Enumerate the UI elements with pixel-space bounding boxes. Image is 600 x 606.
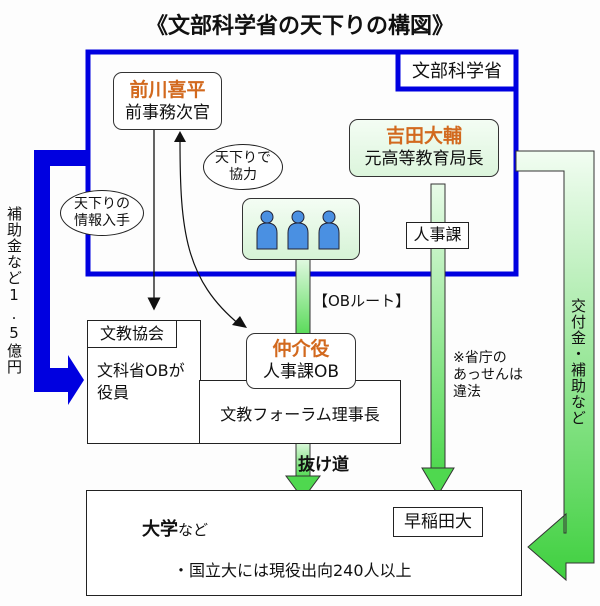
person-intermediary: 仲介役 人事課OB bbox=[246, 333, 356, 389]
shortcut-arrowhead bbox=[285, 475, 321, 500]
subsidy-right-arrow bbox=[515, 150, 595, 582]
note: ※省庁の あっせんは 違法 bbox=[453, 350, 523, 400]
university-label: 大学 bbox=[142, 519, 178, 540]
university-suffix: など bbox=[178, 521, 209, 539]
waseda-box: 早稲田大 bbox=[393, 507, 483, 537]
person-maekawa: 前川喜平 前事務次官 bbox=[113, 72, 222, 130]
bunkyo-forum-label: 文教フォーラム理事長 bbox=[220, 405, 380, 424]
person-icon bbox=[260, 210, 274, 224]
bunkyo-kyokai-desc-2: 役員 bbox=[97, 383, 130, 402]
people-icons bbox=[256, 210, 340, 250]
person-icon bbox=[291, 210, 305, 224]
bunkyo-kyokai-desc-1: 文科省OBが bbox=[97, 361, 185, 380]
intermediary-role: 人事課OB bbox=[262, 362, 340, 382]
ob-group bbox=[242, 198, 360, 260]
bubble-cooperate: 天下りで 協力 bbox=[203, 144, 283, 190]
yoshida-route-arrowhead bbox=[421, 467, 455, 496]
bunkyo-forum-box: 文教フォーラム理事長 bbox=[199, 380, 401, 444]
bubble-info: 天下りの 情報入手 bbox=[60, 190, 144, 236]
subsidy-right-label: 交付金・補助など bbox=[569, 298, 587, 426]
ministry-label: 文部科学省 bbox=[412, 61, 502, 82]
ob-route-label: 【OBルート】 bbox=[313, 292, 411, 310]
yoshida-name: 吉田大輔 bbox=[385, 125, 462, 147]
bunkyo-kyokai-label: 文教協会 bbox=[88, 321, 177, 348]
maekawa-role: 前事務次官 bbox=[125, 103, 210, 123]
university-box: 大学など 早稲田大 ・国立大には現役出向240人以上 bbox=[86, 490, 522, 596]
person-yoshida: 吉田大輔 元高等教育局長 bbox=[349, 119, 499, 177]
intermediary-name: 仲介役 bbox=[272, 338, 330, 360]
shortcut-label: 抜け道 bbox=[298, 455, 349, 475]
national-univ-note: ・国立大には現役出向240人以上 bbox=[173, 561, 412, 580]
personnel-division: 人事課 bbox=[406, 222, 469, 249]
bunkyo-kyokai-box: 文教協会 文科省OBが 役員 bbox=[87, 320, 201, 444]
yoshida-role: 元高等教育局長 bbox=[364, 149, 484, 169]
diagram-title: 《文部科学省の天下りの構図》 bbox=[145, 14, 454, 39]
maekawa-name: 前川喜平 bbox=[129, 79, 206, 101]
subsidy-left-arrow-shape bbox=[34, 150, 90, 405]
subsidy-left-label: 補助金など1.5億円 bbox=[5, 206, 23, 375]
person-icon bbox=[322, 210, 336, 224]
